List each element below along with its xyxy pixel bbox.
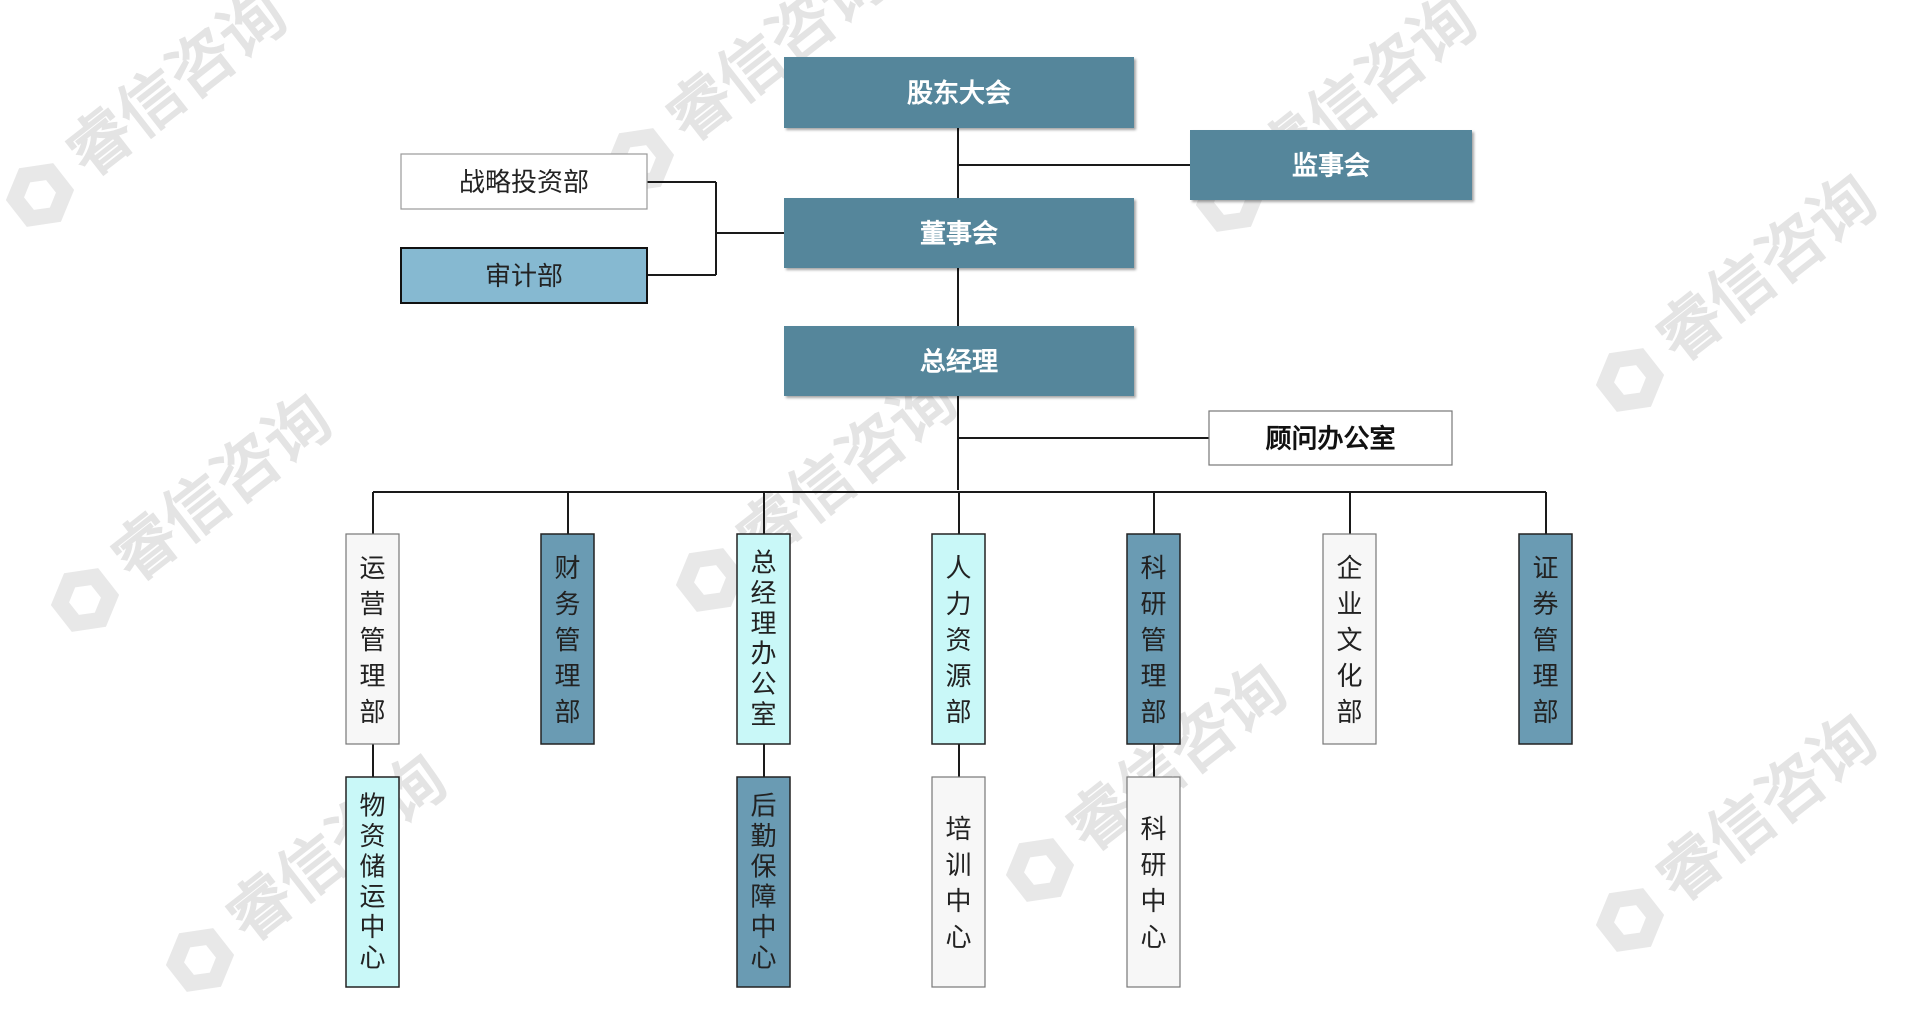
node-box <box>784 198 1134 268</box>
watermark: 睿信咨询 <box>665 361 970 626</box>
node-label: 财务管理部 <box>554 554 580 728</box>
node-box <box>400 247 648 304</box>
node-finance-mgmt-dept: 财务管理部 <box>540 533 595 745</box>
node-label: 科研中心 <box>1140 815 1166 953</box>
watermark: 睿信咨询 <box>0 0 300 241</box>
watermark: 睿信咨询 <box>1585 701 1890 966</box>
watermark: 睿信咨询 <box>1185 0 1490 246</box>
node-box <box>931 533 986 745</box>
node-general-manager: 总经理 <box>784 326 1134 396</box>
node-box <box>784 57 1134 128</box>
node-label: 战略投资部 <box>459 168 589 198</box>
node-label: 顾问办公室 <box>1265 423 1395 454</box>
node-label: 总经理 <box>920 346 998 377</box>
node-box <box>736 776 791 988</box>
node-box <box>931 776 986 988</box>
node-box <box>1190 130 1472 200</box>
node-hr-dept: 人力资源部 <box>931 533 986 745</box>
watermark: 睿信咨询 <box>155 741 460 1006</box>
watermark-logo-icon <box>995 824 1085 916</box>
watermark: 睿信咨询 <box>1585 161 1890 426</box>
node-supervisory-board: 监事会 <box>1190 130 1472 200</box>
node-securities-mgmt-dept: 证券管理部 <box>1518 533 1573 745</box>
node-research-mgmt-dept: 科研管理部 <box>1126 533 1181 745</box>
node-box <box>1322 533 1377 745</box>
node-box <box>400 153 648 210</box>
node-label: 股东大会 <box>907 78 1011 109</box>
node-research-center: 科研中心 <box>1126 776 1181 988</box>
node-materials-storage-center: 物资储运中心 <box>345 776 400 988</box>
node-box <box>784 326 1134 396</box>
watermark-logo-icon <box>1585 334 1675 426</box>
node-operations-mgmt-dept: 运营管理部 <box>345 533 400 745</box>
watermark-logo-icon <box>155 914 245 1006</box>
node-label: 培训中心 <box>945 815 971 953</box>
node-strategic-investment-dept: 战略投资部 <box>400 153 648 210</box>
connector-lines <box>372 128 1547 777</box>
node-corporate-culture-dept: 企业文化部 <box>1322 533 1377 745</box>
node-box <box>1208 410 1453 466</box>
node-box <box>540 533 595 745</box>
node-training-center: 培训中心 <box>931 776 986 988</box>
node-label: 证券管理部 <box>1532 554 1558 728</box>
node-label: 后勤保障中心 <box>750 792 776 974</box>
node-box <box>345 533 400 745</box>
node-box <box>1518 533 1573 745</box>
watermark-text: 睿信咨询 <box>98 381 345 597</box>
node-label: 审计部 <box>485 262 563 292</box>
node-audit-dept: 审计部 <box>400 247 648 304</box>
node-box <box>1126 776 1181 988</box>
watermark-logo-icon <box>40 554 130 646</box>
node-label: 企业文化部 <box>1336 554 1362 728</box>
node-box <box>345 776 400 988</box>
node-label: 运营管理部 <box>359 554 385 728</box>
node-label: 人力资源部 <box>945 554 971 728</box>
watermark: 睿信咨询 <box>40 381 345 646</box>
node-label: 总经理办公室 <box>750 549 776 731</box>
node-label: 物资储运中心 <box>359 792 385 974</box>
node-logistics-support-center: 后勤保障中心 <box>736 776 791 988</box>
node-gm-office: 总经理办公室 <box>736 533 791 745</box>
node-shareholders-meeting: 股东大会 <box>784 57 1134 128</box>
node-label: 科研管理部 <box>1140 554 1166 728</box>
node-advisor-office: 顾问办公室 <box>1208 410 1453 466</box>
node-label: 监事会 <box>1292 151 1370 181</box>
watermark-text: 睿信咨询 <box>1643 161 1890 377</box>
watermark-text: 睿信咨询 <box>53 0 300 192</box>
node-label: 董事会 <box>920 219 998 249</box>
node-box <box>1126 533 1181 745</box>
watermark-text: 睿信咨询 <box>213 741 460 957</box>
watermark-logo-icon <box>1585 874 1675 966</box>
node-board-of-directors: 董事会 <box>784 198 1134 268</box>
watermark-logo-icon <box>0 149 85 241</box>
watermark-text: 睿信咨询 <box>1643 701 1890 917</box>
node-box <box>736 533 791 745</box>
